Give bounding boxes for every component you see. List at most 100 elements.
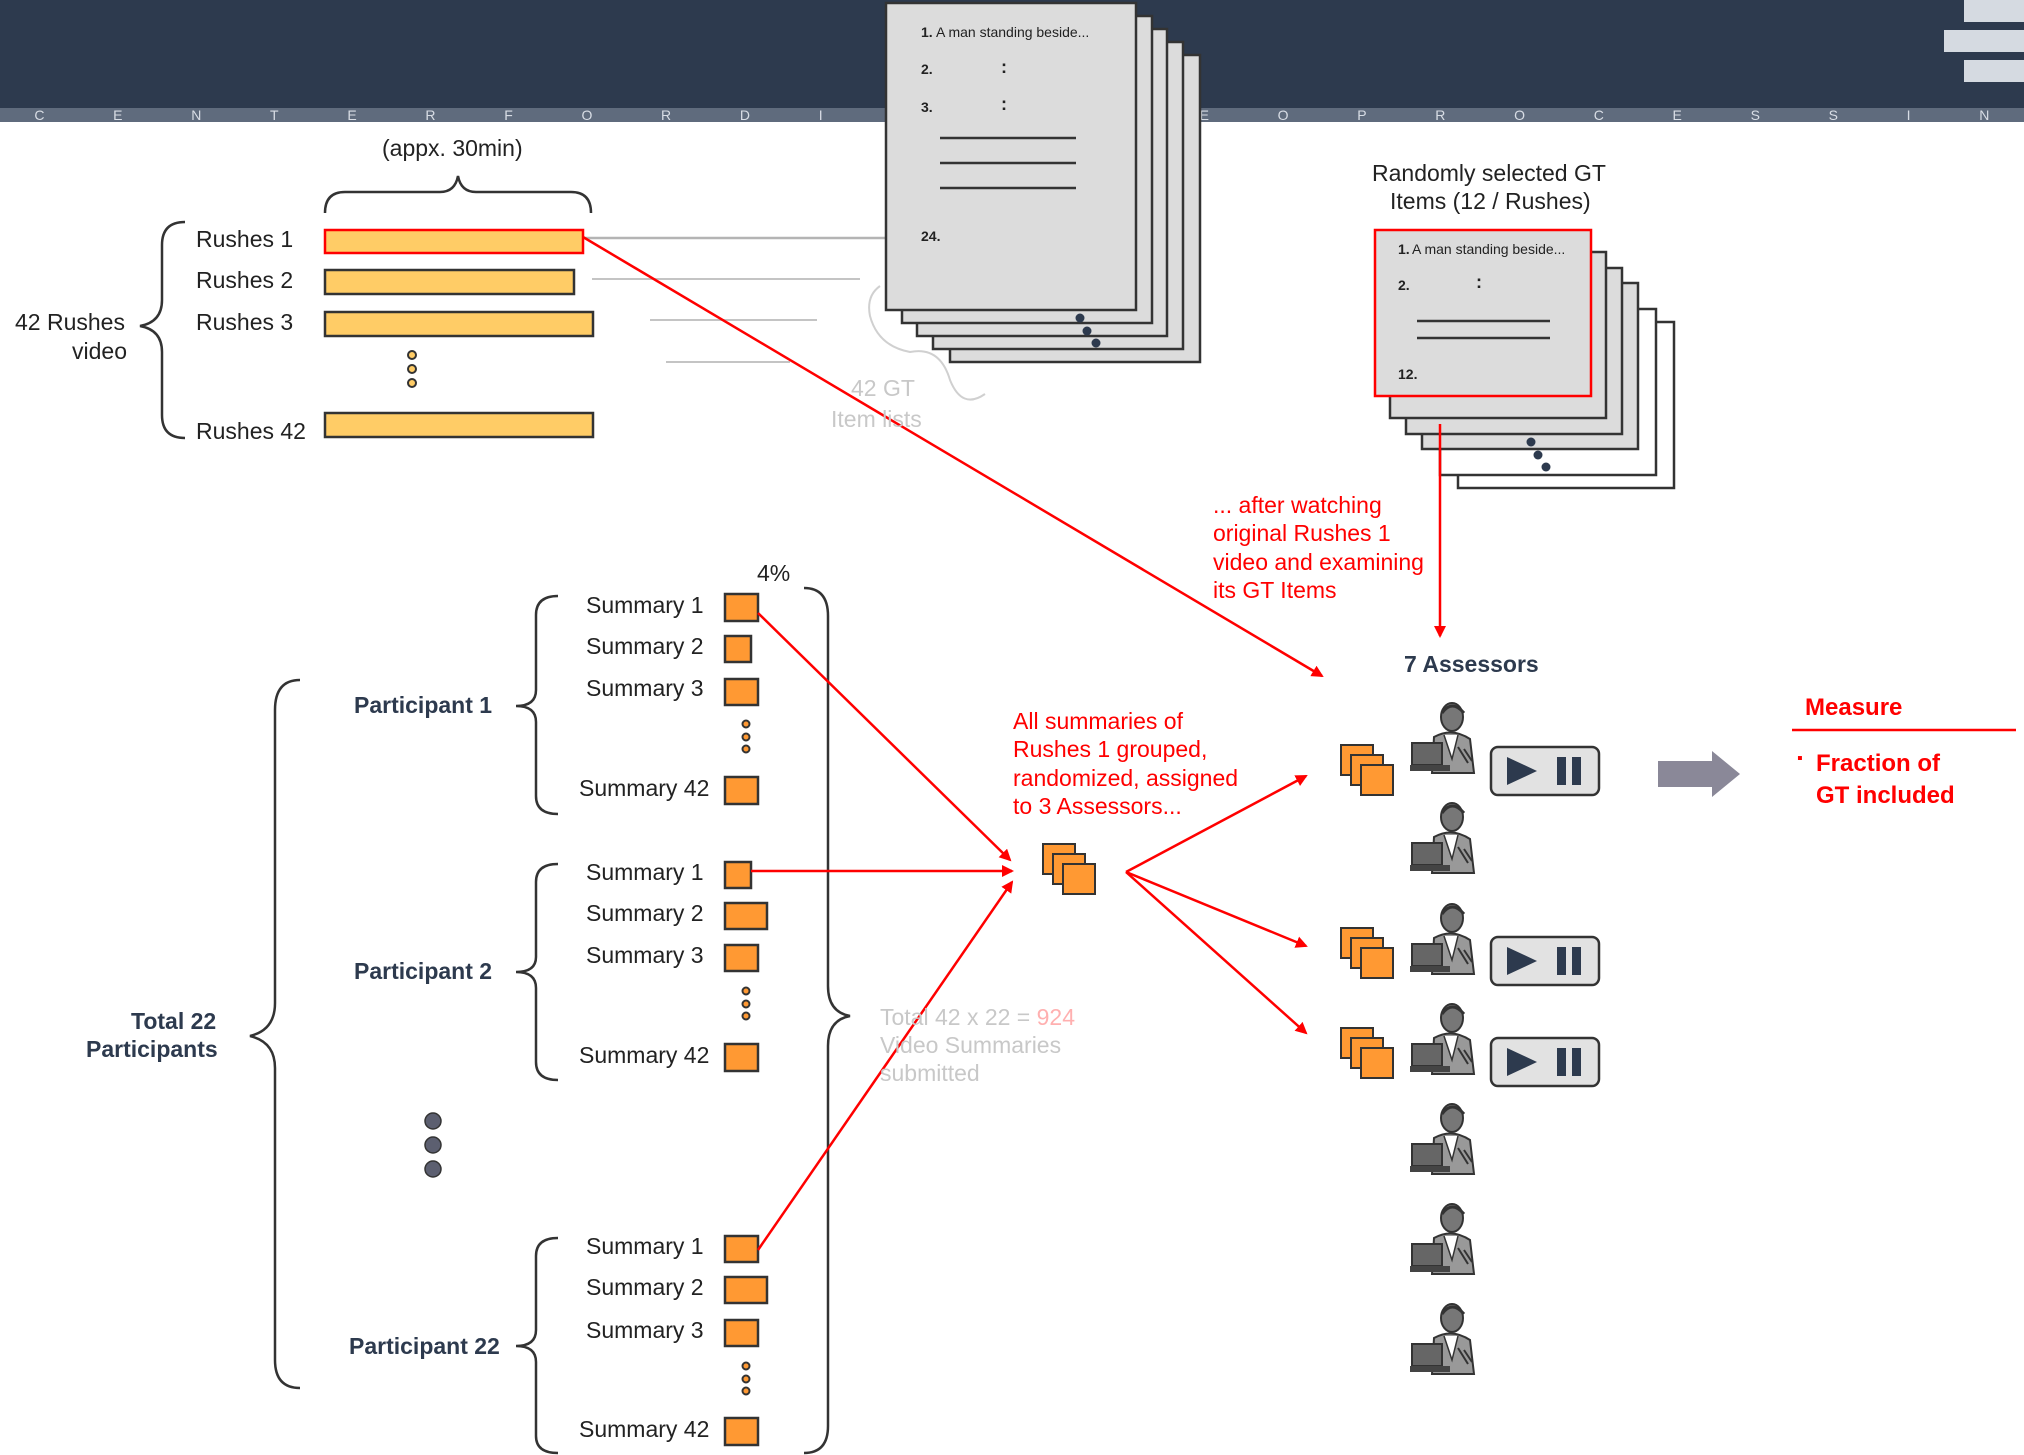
rushes-group-label-2: video [72,338,127,364]
header-letter: C [1593,107,1604,123]
header-letter: O [581,107,593,123]
gt-list-item-1: A man standing beside... [936,24,1090,40]
summary-label: Summary 3 [586,1317,704,1343]
assessors-label: 7 Assessors [1404,651,1539,677]
rush-bar-3 [323,310,595,338]
summary-label: Summary 42 [579,1042,710,1068]
curly-brace-icon [515,594,559,816]
header-letter: F [504,107,513,123]
summary-label: Summary 1 [586,859,704,885]
grouping-note-line-1: All summaries of [1013,708,1183,734]
random-gt-num-12: 12. [1398,366,1418,382]
random-gt-item-1: A man standing beside... [1412,241,1566,257]
random-gt-title: Randomly selected GT [1372,160,1606,186]
summary-boxes-p22 [723,1234,769,1447]
gt-list-num-1: 1. [921,24,933,40]
vertical-dots-icon [1075,313,1101,348]
logo-icon [1944,0,2024,82]
header-letter: S [1828,107,1838,123]
rushes-label-2: Rushes 2 [196,267,294,293]
gt-item-lists [884,1,1202,364]
header-letter: E [347,107,357,123]
summary-label: Summary 1 [586,592,704,618]
header-letter: R [661,107,672,123]
film-stack-icon [1340,1027,1394,1079]
vertical-dots-icon [741,986,751,1021]
rush-bar-2 [323,268,576,296]
film-stack-icon [1042,843,1096,895]
assessor-icon [1408,701,1476,775]
percent-label: 4% [757,560,791,586]
vertical-dots-icon [424,1112,442,1178]
header-letter: R [1435,107,1446,123]
gt-list-colon-2: : [1001,57,1007,77]
measure-bullet: ▪ [1797,750,1803,767]
vertical-dots-icon [1526,437,1551,472]
header-letter: S [1750,107,1760,123]
header-letter: T [270,107,279,123]
curly-brace-icon [868,285,986,401]
rush-bar-1 [323,228,585,255]
vertical-dots-icon [741,1361,751,1396]
gt-list-num-2: 2. [921,61,933,77]
summary-label: Summary 42 [579,1416,710,1442]
random-gt-num-1: 1. [1398,241,1410,257]
header-letter: E [1199,107,1209,123]
header-letter: O [1277,107,1289,123]
gt-lists-caption: 42 GT [851,375,915,401]
header-letter: P [1357,107,1367,123]
random-gt-colon: : [1476,272,1482,292]
header-letter: R [425,107,436,123]
header-letter: I [1906,107,1911,123]
total-summaries-label: Total 42 x 22 = 924 [880,1004,1076,1030]
rushes-label-42: Rushes 42 [196,418,306,444]
after-watching-line-4: its GT Items [1213,577,1337,603]
gt-lists-caption-2: Item lists [831,406,922,432]
header-letter: N [191,107,202,123]
assessor-icon [1408,1302,1476,1376]
random-gt-title-2: Items (12 / Rushes) [1390,188,1591,214]
play-icon [1489,935,1601,987]
header-letter: O [1514,107,1525,123]
rush-bar-42 [323,411,595,439]
curly-brace-icon [249,678,301,1390]
play-icon [1489,745,1601,797]
measure-item: Fraction of [1816,750,1940,777]
random-gt-num-2: 2. [1398,277,1410,293]
after-watching-line-2: original Rushes 1 [1213,520,1391,546]
header-letter: D [739,107,750,123]
header-letter: N [1979,107,1990,123]
total-participants-label: Total 22 [131,1008,217,1034]
summary-label: Summary 2 [586,633,704,659]
after-watching-line-1: ... after watching [1213,492,1382,518]
grouping-note-line-4: to 3 Assessors... [1013,793,1182,819]
summary-label: Summary 42 [579,775,710,801]
summary-boxes-p1 [723,592,760,806]
total-summaries-label-3: submitted [880,1060,980,1086]
header-letter: C [34,107,45,123]
gt-list-colon-3: : [1001,94,1007,114]
rushes-group-label: 42 Rushes [15,309,125,335]
vertical-dots-icon [741,719,751,754]
random-gt-sheets [1373,228,1676,490]
summary-label: Summary 3 [586,675,704,701]
measure-item-2: GT included [1816,782,1955,809]
assessor-icon [1408,1202,1476,1276]
assessor-icon [1408,801,1476,875]
summary-boxes-p2 [723,860,769,1073]
curly-brace-icon [515,1236,559,1455]
header-letter: I [818,107,823,123]
curly-brace-icon [803,586,851,1455]
curly-brace-icon [515,862,559,1082]
assessor-icon [1408,1102,1476,1176]
participant-1-label: Participant 1 [354,692,493,718]
header-letter: E [113,107,123,123]
vertical-dots-icon [407,350,417,388]
total-summaries-label-2: Video Summaries [880,1032,1062,1058]
after-watching-line-3: video and examining [1213,549,1424,575]
header-letter: E [1672,107,1682,123]
participant-22-label: Participant 22 [349,1333,500,1359]
summary-label: Summary 1 [586,1233,704,1259]
film-stack-icon [1340,744,1394,796]
